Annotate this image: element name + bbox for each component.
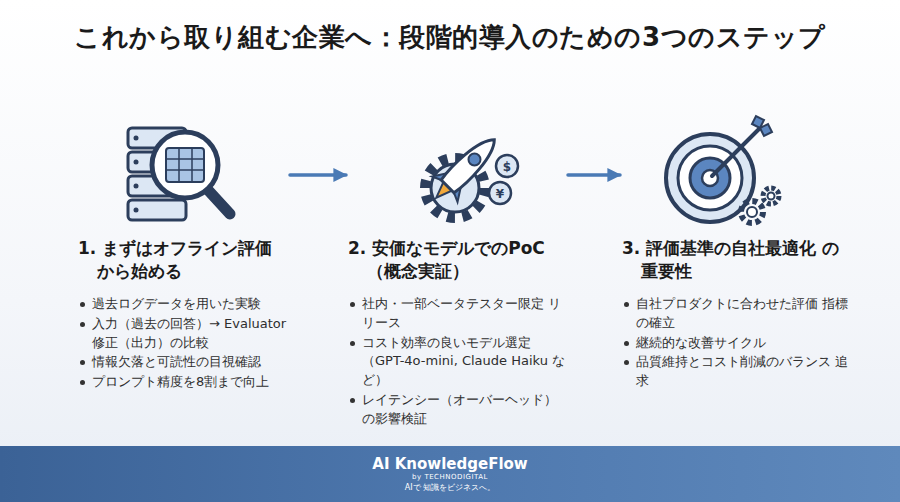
data-grid xyxy=(166,148,204,182)
target-ring xyxy=(666,134,754,222)
coin-symbol: $ xyxy=(503,160,511,174)
grid-line xyxy=(191,148,193,182)
dart-fletching xyxy=(752,116,772,136)
flow-arrow xyxy=(290,173,346,177)
step-column: 1. まずはオフライン評価 から始める過去ログデータを用いた実験入力（過去の回答… xyxy=(78,120,288,440)
rocket-fin xyxy=(432,167,448,183)
search-icon xyxy=(128,128,230,220)
step-heading: 1. まずはオフライン評価 から始める xyxy=(78,237,288,283)
target-bullseye xyxy=(702,170,718,186)
bullet-item: 入力（過去の回答）→ Evaluator修正（出力）の比較 xyxy=(78,315,288,353)
small-gear xyxy=(763,188,779,204)
coin-symbol: ¥ xyxy=(496,187,505,201)
bullet-item: 継続的な改善サイクル xyxy=(622,334,850,353)
small-gear xyxy=(741,201,763,223)
led xyxy=(134,160,139,165)
step-column: 2. 安価なモデルでのPoC （概念実証） 社内・一部ベータテスター限定 リリース… xyxy=(348,120,566,440)
server-slab xyxy=(128,152,186,172)
target-icon xyxy=(666,116,779,223)
bullet-item: 自社プロダクトに合わせた評価 指標の確立 xyxy=(622,295,850,333)
tagline: AIで 知識をビジネスへ。 xyxy=(405,482,495,493)
coin xyxy=(489,182,511,204)
led xyxy=(134,208,139,213)
led xyxy=(134,184,139,189)
flow-arrow xyxy=(568,173,620,177)
rocket xyxy=(424,127,507,210)
coin xyxy=(496,155,518,177)
magnifier-handle xyxy=(208,190,230,214)
small-gear-hub xyxy=(768,193,775,200)
bullet-item: 品質維持とコスト削減のバランス 追求 xyxy=(622,353,850,391)
led xyxy=(134,136,139,141)
grid-line xyxy=(166,169,204,171)
company-name: by TECHNODIGITAL xyxy=(412,473,488,482)
bullet-item: 情報欠落と可読性の目視確認 xyxy=(78,353,288,372)
bullet-item: 過去ログデータを用いた実験 xyxy=(78,295,288,314)
dart-shaft xyxy=(712,128,760,176)
rocket-icon: $¥ xyxy=(424,127,518,218)
brand-name: AI KnowledgeFlow xyxy=(372,455,527,473)
bullet-item: コスト効率の良いモデル選定 （GPT-4o-mini, Claude Haiku… xyxy=(348,334,566,391)
step-heading: 3. 評価基準の自社最適化 の重要性 xyxy=(622,237,850,283)
bullet-item: レイテンシー（オーバーヘッド） の影響検証 xyxy=(348,391,566,429)
magnifier-lens xyxy=(152,132,218,198)
grid-line xyxy=(178,148,180,182)
rocket-flame xyxy=(432,182,452,202)
rocket-body xyxy=(440,132,502,194)
target-ring xyxy=(690,158,730,198)
grid-line xyxy=(166,158,204,160)
bullet-item: 社内・一部ベータテスター限定 リリース xyxy=(348,295,566,333)
target-ring xyxy=(678,146,742,210)
small-gear-hub xyxy=(747,207,757,217)
gear-teeth xyxy=(425,158,485,218)
footer-band: AI KnowledgeFlowby TECHNODIGITALAIで 知識をビ… xyxy=(0,446,900,502)
gear-body xyxy=(431,164,479,212)
rocket-fin xyxy=(451,186,467,202)
step-column: 3. 評価基準の自社最適化 の重要性自社プロダクトに合わせた評価 指標の確立継続… xyxy=(622,120,850,440)
server-slab xyxy=(128,176,186,196)
server-slab xyxy=(128,200,186,220)
step-heading: 2. 安価なモデルでのPoC （概念実証） xyxy=(348,237,566,283)
server-slab xyxy=(128,128,186,148)
bullet-item: プロンプト精度を8割まで向上 xyxy=(78,373,288,392)
diagram-title: これから取り組む企業へ：段階的導入のための3つのステップ xyxy=(0,20,900,55)
rocket-window xyxy=(466,151,483,168)
